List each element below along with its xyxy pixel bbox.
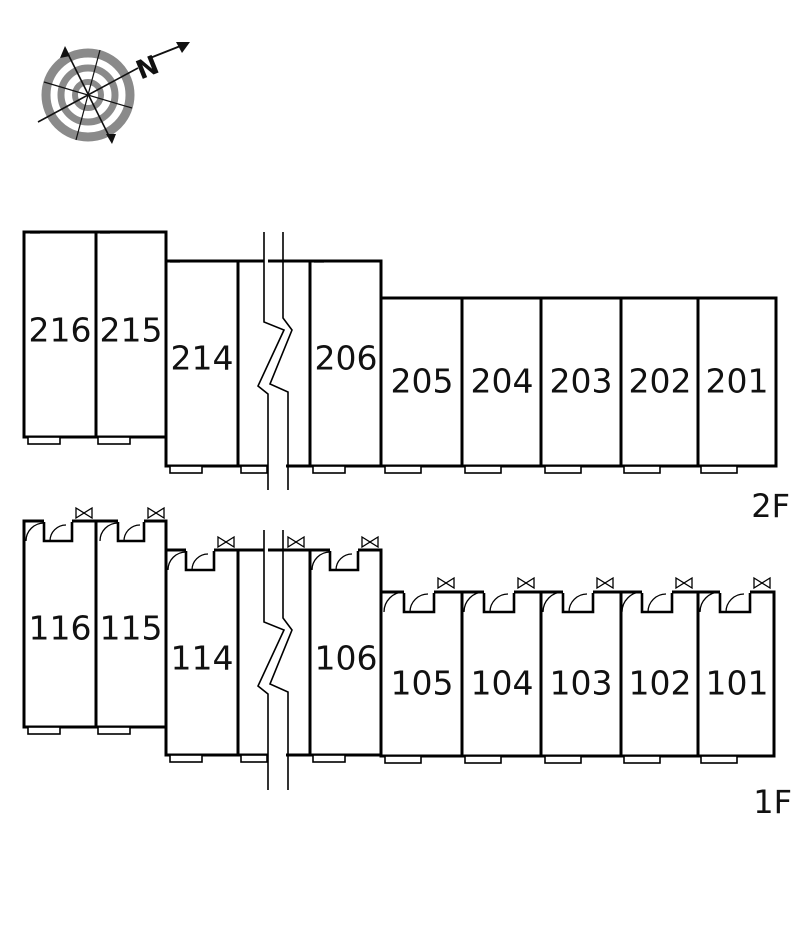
unit-102-label: 102 xyxy=(629,664,692,703)
unit-106-room xyxy=(308,548,383,757)
unit-101-room xyxy=(696,590,776,758)
unit-114-label: 114 xyxy=(171,639,234,678)
unit-201-label: 201 xyxy=(706,362,769,401)
omission-break-2f xyxy=(257,232,293,490)
unit-204-room xyxy=(460,296,543,468)
compass-north-label: N xyxy=(132,50,163,86)
2f-steps xyxy=(27,232,738,474)
1f-steps xyxy=(27,726,738,764)
floor-1f: 116 115 114 106 105 104 103 102 101 1F xyxy=(22,506,792,821)
unit-216-label: 216 xyxy=(29,311,92,350)
unit-101-label: 101 xyxy=(706,664,769,703)
omission-break-1f xyxy=(257,530,293,790)
floor-2f: 216 215 214 206 205 204 203 202 201 2F xyxy=(22,230,790,525)
unit-203-label: 203 xyxy=(550,362,613,401)
unit-103-room xyxy=(539,590,623,758)
unit-116-label: 116 xyxy=(29,609,92,648)
unit-106-label: 106 xyxy=(315,639,378,678)
unit-214-label: 214 xyxy=(171,339,234,378)
unit-204-label: 204 xyxy=(471,362,534,401)
unit-114-room xyxy=(164,548,240,757)
unit-202-label: 202 xyxy=(629,362,692,401)
unit-103-label: 103 xyxy=(550,664,613,703)
unit-215-room xyxy=(94,230,168,439)
unit-205-label: 205 xyxy=(391,362,454,401)
unit-105-label: 105 xyxy=(391,664,454,703)
unit-206-label: 206 xyxy=(315,339,378,378)
compass-icon: N xyxy=(37,42,190,144)
floor-1f-label: 1F xyxy=(753,783,792,821)
unit-215-label: 215 xyxy=(100,311,163,350)
1f-entries xyxy=(25,506,771,614)
unit-104-label: 104 xyxy=(471,664,534,703)
unit-202-room xyxy=(619,296,700,468)
unit-115-room xyxy=(94,519,168,729)
floor-2f-label: 2F xyxy=(751,487,790,525)
unit-115-label: 115 xyxy=(100,609,163,648)
